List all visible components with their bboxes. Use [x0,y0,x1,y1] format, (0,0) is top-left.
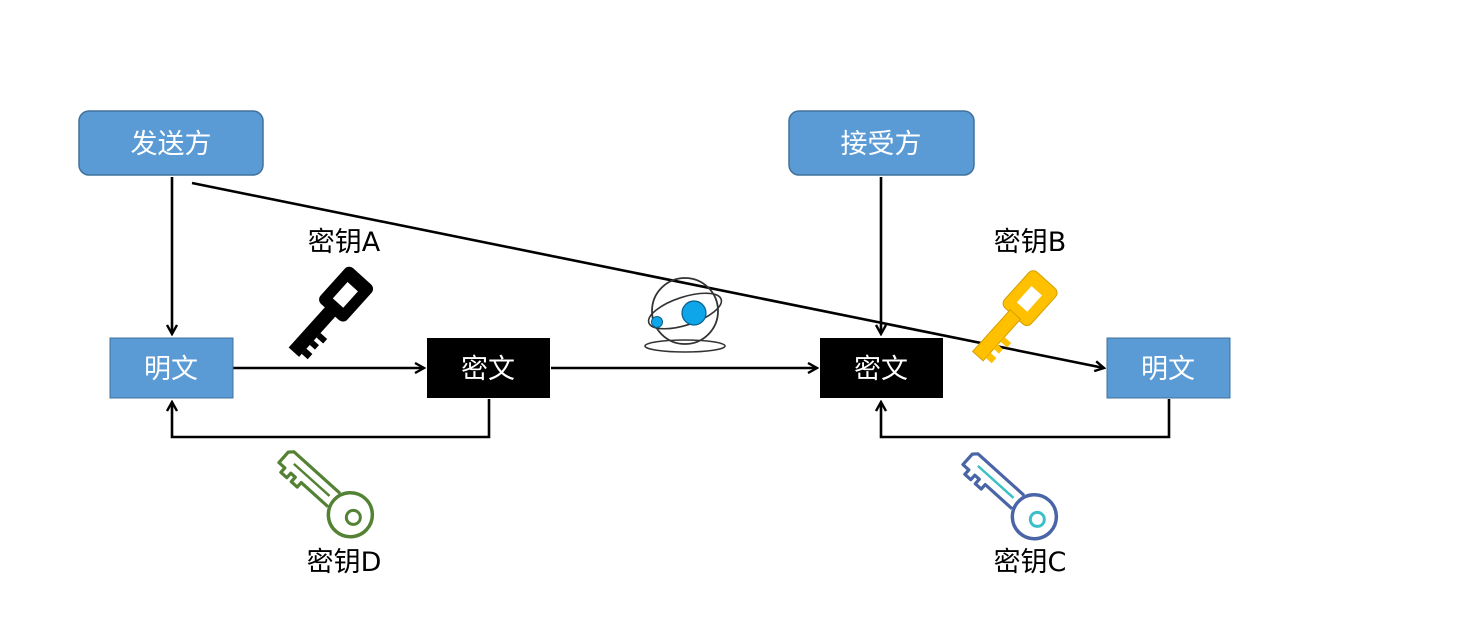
key-c-label: 密钥C [994,547,1067,578]
sender-label: 发送方 [131,129,212,160]
ciphertext-left-label: 密文 [461,354,515,385]
sender-to-plaintext-right-arrow [191,181,1104,368]
network-orbit-icon [644,277,726,353]
key-d-label: 密钥D [307,547,382,578]
key-b-label: 密钥B [994,227,1067,258]
connectors [172,177,1171,439]
plaintext-right-box: 明文 [1106,337,1231,399]
receiver-label: 接受方 [841,129,922,160]
sender-box: 发送方 [78,110,264,176]
key-c-icon [961,452,1059,541]
ciphertext-right-box: 密文 [820,338,943,398]
ciphertext-left-box: 密文 [427,338,550,398]
plaintext-right-label: 明文 [1141,354,1195,385]
ciphertext-right-label: 密文 [854,354,908,385]
decrypt-left-loop-arrow [172,399,491,439]
plaintext-left-label: 明文 [144,354,198,385]
receiver-box: 接受方 [788,110,975,176]
key-b-icon [971,270,1058,364]
key-d-icon [277,450,375,539]
key-a-label: 密钥A [308,227,381,258]
key-a-icon [288,266,374,360]
plaintext-left-box: 明文 [109,337,234,399]
decrypt-right-loop-arrow [881,399,1171,439]
